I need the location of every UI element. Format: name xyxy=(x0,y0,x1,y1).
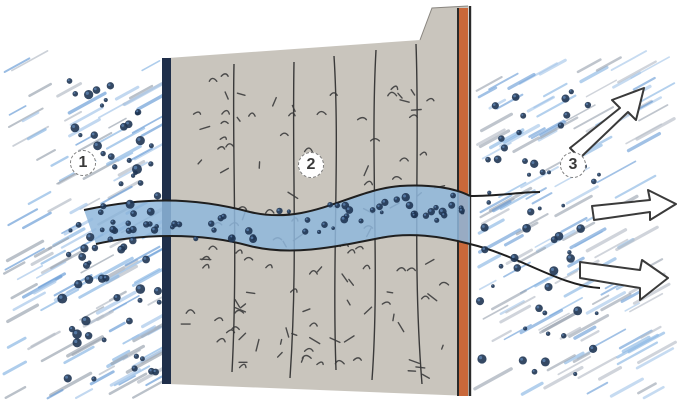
zone-1-label: 1 xyxy=(70,150,96,176)
outline-arrow-icon-middle xyxy=(592,190,676,220)
right-outflow-zone xyxy=(475,51,676,398)
zone-3-label: 3 xyxy=(560,152,586,178)
zone-2-label: 2 xyxy=(298,152,324,178)
